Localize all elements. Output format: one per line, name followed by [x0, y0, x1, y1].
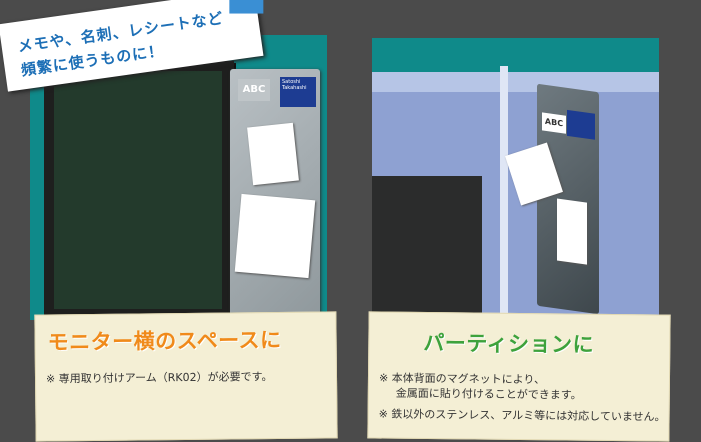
left-caption-title: モニター横のスペースに [47, 327, 282, 355]
right-caption-note-2: ※ 鉄以外のステンレス、アルミ等には対応していません。 [378, 407, 666, 424]
right-caption-paper: パーティションに ※ 本体背面のマグネットにより、 金属面に貼り付けることができ… [367, 311, 671, 442]
partition-scene: ABC [372, 38, 659, 320]
sketch-paper-image [234, 193, 316, 279]
monitor-image [372, 176, 482, 320]
receipt-image [247, 122, 299, 186]
abc-card: ABC [542, 112, 566, 134]
right-caption-title: パーティションに [423, 330, 595, 357]
right-caption-note-1b: 金属面に貼り付けることができます。 [395, 386, 582, 402]
monitor-image [44, 61, 234, 325]
business-card-name: Satoshi Takahashi [282, 79, 307, 91]
monitor-side-scene: ABC Satoshi Takahashi [30, 35, 327, 325]
business-card [567, 109, 595, 140]
left-caption-note: ※ 専用取り付けアーム（RK02）が必要です。 [45, 370, 273, 386]
right-caption-note-1: ※ 本体背面のマグネットにより、 [378, 371, 546, 387]
abc-card: ABC [238, 79, 270, 101]
left-caption-paper: モニター横のスペースに ※ 専用取り付けアーム（RK02）が必要です。 [34, 311, 338, 442]
tape-decoration [229, 0, 264, 14]
memo-board-image: ABC Satoshi Takahashi [230, 69, 320, 321]
partition-post [500, 66, 508, 320]
monitor-screen [54, 71, 222, 309]
receipt-image [557, 198, 587, 265]
memo-board-image: ABC [537, 83, 599, 315]
partition-top-rail [372, 72, 659, 92]
business-card: Satoshi Takahashi [280, 77, 316, 107]
